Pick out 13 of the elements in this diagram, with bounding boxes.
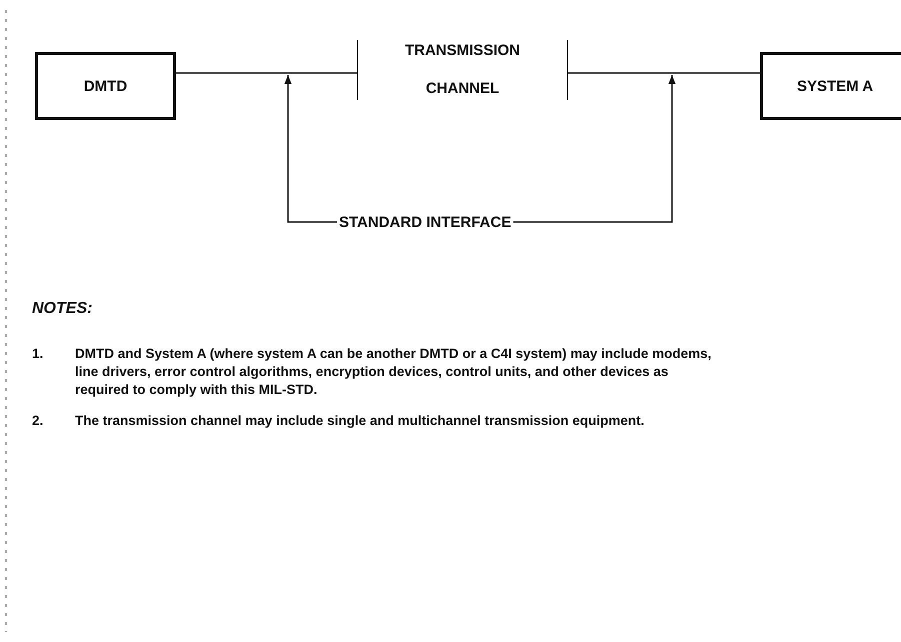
notes-heading: NOTES: (32, 300, 94, 318)
leader-arrow (284, 75, 337, 223)
interface-label: STANDARD INTERFACE (337, 208, 514, 236)
connector-line (176, 72, 357, 74)
connector-line (568, 72, 760, 74)
note-number: 2. (32, 412, 44, 430)
channel-bracket: TRANSMISSION CHANNEL (357, 40, 568, 100)
process-box: SYSTEM A (760, 52, 901, 120)
note-number: 1. (32, 345, 44, 363)
process-box: DMTD (35, 52, 176, 120)
note-text: DMTD and System A (where system A can be another DMTD or a C4I system) may include modems, line drivers, error control algorithms, encryption devices, control units, and other devices as required to comply with this MIL-STD. (75, 345, 712, 399)
note-text: The transmission channel may include single and multichannel transmission equipment. (75, 412, 646, 430)
leader-arrow (513, 75, 676, 223)
